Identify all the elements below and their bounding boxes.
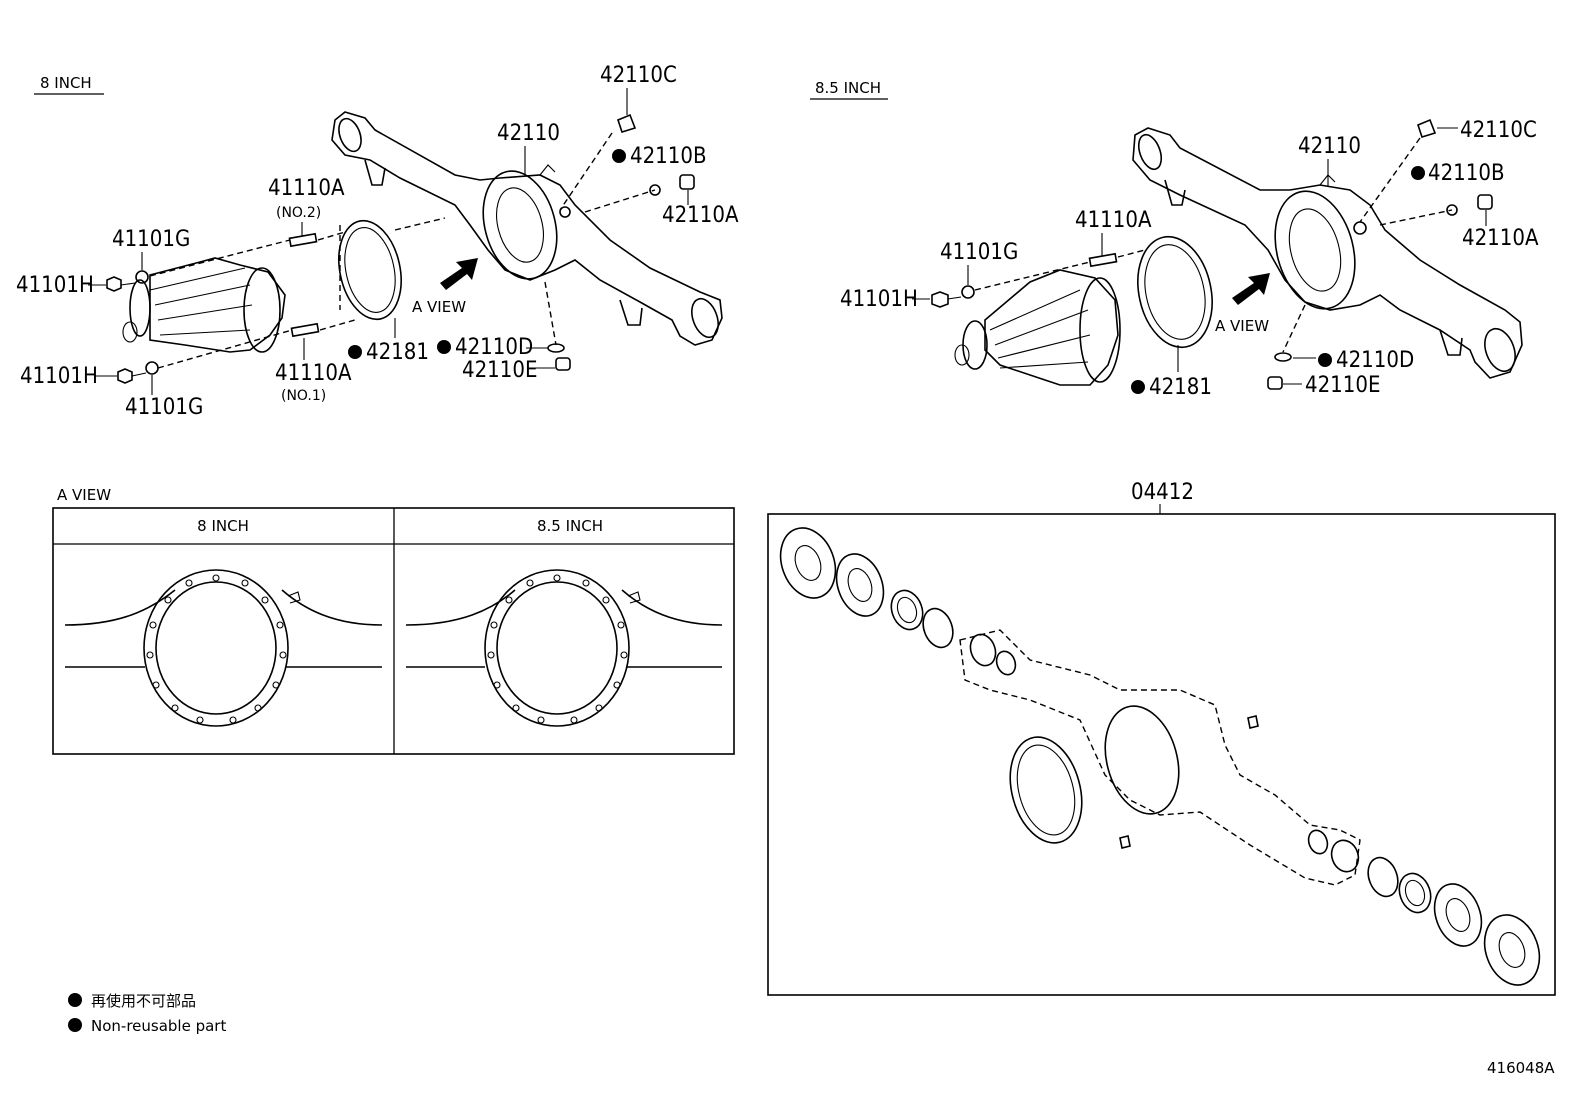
label-42110C-left: 42110C [600,63,677,88]
a-view-header-8-5-inch: 8.5 INCH [537,517,603,535]
a-view-header-8-inch: 8 INCH [197,517,249,535]
nut-41101H-top [106,276,122,292]
kit-04412-box [767,513,1556,996]
label-42110A-left: 42110A [662,203,739,228]
view-arrow-icon [440,258,478,290]
washer-41101G-bottom [145,361,159,375]
nut-41101H-bottom [117,368,133,384]
differential-carrier-8-5-inch [954,269,1121,386]
nut-41101H-right [931,291,949,308]
section-title-8-5-inch: 8.5 INCH [815,79,881,97]
view-arrow-icon-right [1232,273,1270,305]
differential-carrier-8-inch [122,257,286,353]
label-41110A-no2: 41110A [268,176,345,201]
a-view-8-inch-housing [64,569,383,727]
stud-8-5-inch [1088,252,1118,268]
gasket-42110B [649,184,661,196]
label-42181-right: 42181 [1149,375,1212,400]
plug-42110A [679,174,695,190]
label-42110D-right: 42110D [1336,348,1414,373]
plug-42110A-right [1477,194,1493,210]
label-41101G-top: 41101G [112,227,190,252]
non-reusable-dot-icon [68,993,82,1007]
non-reusable-dot-icon-2 [68,1018,82,1032]
a-view-title: A VIEW [57,486,111,504]
label-42110-left: 42110 [497,121,560,146]
breather-42110C [617,113,637,133]
label-41101G-right: 41101G [940,240,1018,265]
label-a-view-left: A VIEW [412,298,466,316]
label-41101H-bottom: 41101H [20,364,98,389]
a-view-8-5-inch-housing [405,569,723,727]
figure-code: 416048A [1487,1059,1555,1077]
label-41101H-right: 41101H [840,287,918,312]
legend-en: Non-reusable part [91,1017,226,1035]
gasket-42110B-right [1446,204,1458,216]
label-42110-right: 42110 [1298,134,1361,159]
label-42110C-right: 42110C [1460,118,1537,143]
label-41110A-no1: 41110A [275,361,352,386]
gasket-42181-8-inch [338,219,402,321]
kit-label-04412: 04412 [1131,480,1194,505]
label-41110A-right: 41110A [1075,208,1152,233]
studs-8-inch [288,232,320,338]
label-42110E-left: 42110E [462,358,537,383]
plug-42110E [555,357,571,371]
plug-42110E-right [1267,376,1283,390]
washer-41101G-right [961,285,975,299]
axle-housing-8-inch [331,111,723,346]
label-42110B-right: 42110B [1428,161,1505,186]
legend-jp: 再使用不可部品 [91,992,196,1010]
label-no2: (NO.2) [276,205,321,221]
breather-42110C-right [1417,118,1437,138]
label-42181-left: 42181 [366,340,429,365]
label-41101G-bottom: 41101G [125,395,203,420]
gasket-42110D [547,343,565,353]
label-no1: (NO.1) [281,388,326,404]
label-42110A-right: 42110A [1462,226,1539,251]
label-42110B-left: 42110B [630,144,707,169]
label-a-view-right: A VIEW [1215,317,1269,335]
label-41101H-top: 41101H [16,273,94,298]
gasket-42181-8-5-inch [1137,235,1213,349]
kit-parts [779,527,1541,986]
washer-41101G-top [135,270,149,284]
label-42110E-right: 42110E [1305,373,1380,398]
section-title-8-inch: 8 INCH [40,74,92,92]
gasket-42110D-right [1274,352,1292,362]
label-42110D-left: 42110D [455,335,533,360]
